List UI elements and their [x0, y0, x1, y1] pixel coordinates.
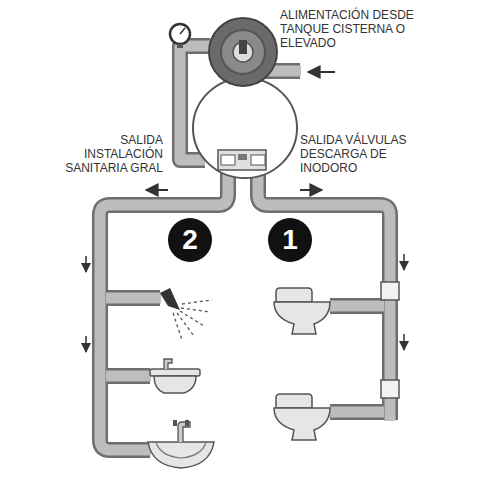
toilet: [274, 288, 330, 334]
pressure-tank: [193, 78, 297, 178]
flush-valve: [381, 282, 399, 300]
right-outlet-pipe: [258, 170, 390, 420]
flush-valve: [381, 380, 399, 398]
bidet-branch: [100, 368, 150, 384]
shower-branch: [100, 290, 160, 306]
left-outlet-pipe: [100, 170, 228, 450]
pipe-fill: [100, 46, 390, 450]
sink: [148, 420, 214, 468]
callout-circle: [168, 218, 212, 262]
outlet-arrow: [300, 189, 322, 191]
tank-fittings: [218, 150, 266, 170]
shower-head: [160, 288, 212, 340]
pressure-gauge: [170, 24, 190, 48]
pipe-outline: [100, 46, 390, 450]
toilet: [274, 394, 330, 440]
left-outlet-pipe: [100, 170, 228, 450]
shower-branch: [106, 293, 161, 304]
down-arrows: [86, 254, 404, 352]
outlet-label: SALIDA VÁLVULAS DESCARGA DE INODORO: [300, 133, 418, 175]
feed-label: ALIMENTACIÓN DESDE TANQUE CISTERNA O ELE…: [280, 8, 430, 50]
bidet: [150, 359, 200, 393]
toilet-branch: [329, 407, 384, 418]
toilet-branch: [330, 404, 390, 420]
feed-arrow: [308, 71, 335, 73]
pump: [209, 18, 277, 86]
outlet-arrow: [146, 189, 168, 191]
callout-number: 2: [170, 220, 210, 260]
bidet-branch: [106, 371, 151, 382]
callout-circle: [268, 218, 312, 262]
toilet-branch: [329, 301, 384, 312]
callout-number: 1: [270, 220, 310, 260]
outlet-label: SALIDA INSTALACIÓN SANITARIA GRAL: [53, 133, 163, 175]
right-outlet-pipe: [258, 170, 390, 421]
